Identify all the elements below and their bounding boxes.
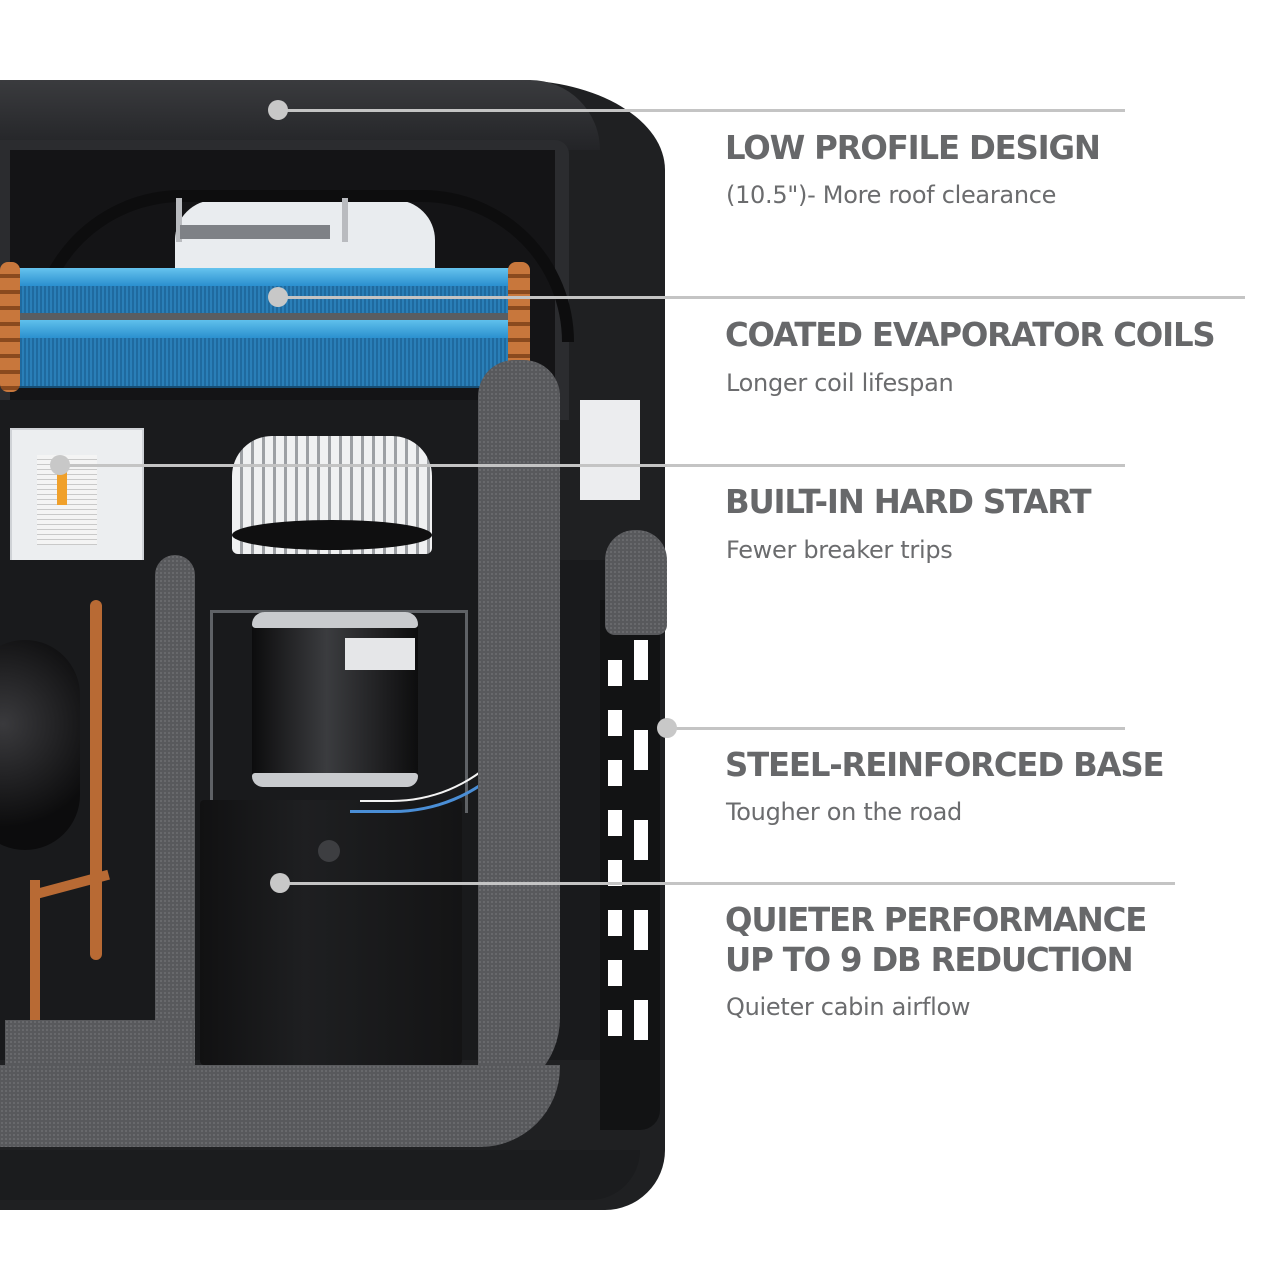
copper-line bbox=[30, 880, 40, 1040]
vent-slot bbox=[634, 910, 648, 950]
vent-slot bbox=[634, 730, 648, 770]
callout-dot-low-profile bbox=[268, 100, 288, 120]
insulation-foam-left bbox=[155, 555, 195, 1020]
feature-subtitle-low-profile: (10.5")- More roof clearance bbox=[726, 181, 1057, 209]
insulation-foam-right bbox=[478, 360, 560, 1100]
bracket-bar bbox=[180, 225, 330, 239]
feature-title-quieter-line1: QUIETER PERFORMANCE bbox=[725, 900, 1147, 939]
vent-slot bbox=[608, 910, 622, 936]
callout-dot-coils bbox=[268, 287, 288, 307]
feature-title-steel-base: STEEL-REINFORCED BASE bbox=[725, 745, 1165, 784]
copper-return-bends-right bbox=[508, 262, 530, 372]
callout-line-steel-base bbox=[667, 727, 1125, 730]
vent-slot bbox=[608, 1010, 622, 1036]
compressor bbox=[0, 640, 80, 850]
vent-slot bbox=[634, 1000, 648, 1040]
shroud-top-edge bbox=[0, 80, 600, 150]
callout-line-hard-start bbox=[60, 464, 1125, 467]
vent-slot bbox=[634, 640, 648, 680]
vent-slot bbox=[608, 760, 622, 786]
callout-line-quieter bbox=[280, 882, 1175, 885]
hard-start-module bbox=[10, 428, 144, 572]
feature-subtitle-coils: Longer coil lifespan bbox=[726, 369, 954, 397]
copper-return-bends-left bbox=[0, 262, 20, 392]
feature-title-low-profile: LOW PROFILE DESIGN bbox=[725, 128, 1101, 167]
rear-shroud-vents bbox=[600, 600, 660, 1130]
vent-slot bbox=[608, 960, 622, 986]
callout-dot-quieter bbox=[270, 873, 290, 893]
vent-slot bbox=[634, 820, 648, 860]
feature-subtitle-steel-base: Tougher on the road bbox=[726, 798, 962, 826]
callout-dot-hard-start bbox=[50, 455, 70, 475]
insulation-foam-tab bbox=[605, 530, 667, 635]
insulation-foam-base bbox=[0, 1065, 560, 1147]
vent-slot bbox=[608, 710, 622, 736]
vent-slot bbox=[608, 810, 622, 836]
callout-line-low-profile bbox=[278, 109, 1125, 112]
callout-line-coils bbox=[278, 296, 1245, 299]
warning-stripe bbox=[57, 465, 67, 505]
steel-base-plate bbox=[0, 1150, 640, 1200]
feature-title-hard-start: BUILT-IN HARD START bbox=[725, 482, 1092, 521]
vent-slot bbox=[608, 860, 622, 886]
evaporator-coil-lower-tube bbox=[10, 320, 515, 338]
side-panel bbox=[580, 400, 640, 500]
feature-title-quieter-line2: UP TO 9 DB REDUCTION bbox=[725, 940, 1134, 979]
feature-title-coils: COATED EVAPORATOR COILS bbox=[725, 315, 1216, 354]
copper-line bbox=[90, 600, 102, 960]
vent-slot bbox=[608, 660, 622, 686]
callout-dot-steel-base bbox=[657, 718, 677, 738]
product-cutaway-image bbox=[0, 80, 667, 1210]
feature-subtitle-hard-start: Fewer breaker trips bbox=[726, 536, 953, 564]
condenser-fan-housing bbox=[200, 800, 462, 1065]
feature-subtitle-quieter: Quieter cabin airflow bbox=[726, 993, 971, 1021]
mounting-bracket bbox=[176, 198, 348, 242]
